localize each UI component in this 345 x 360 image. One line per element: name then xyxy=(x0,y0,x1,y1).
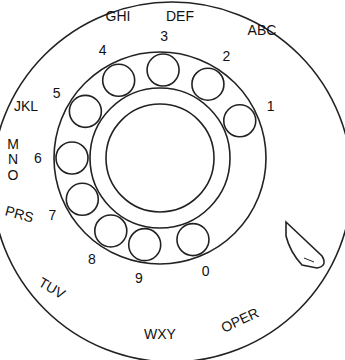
dial-digit: 5 xyxy=(53,86,61,100)
finger-hole xyxy=(69,95,101,127)
dial-letters: WXY xyxy=(144,327,176,341)
center-plate xyxy=(106,104,214,212)
dial-digit: 1 xyxy=(267,99,275,113)
dial-digit: 0 xyxy=(202,264,210,278)
dial-letters: TUV xyxy=(36,275,67,301)
finger-hole xyxy=(177,224,209,256)
finger-holes xyxy=(56,54,256,261)
dial-letters: ABC xyxy=(248,23,277,37)
dial-digit: 7 xyxy=(48,208,56,222)
finger-stop-mark xyxy=(304,258,314,262)
finger-wheel-inner xyxy=(90,88,230,228)
finger-hole xyxy=(66,183,98,215)
finger-hole xyxy=(224,105,256,137)
dial-letters: OPER xyxy=(219,305,261,334)
dial-digit: 2 xyxy=(223,49,231,63)
dial-digit: 8 xyxy=(88,252,96,266)
dial-digit: 3 xyxy=(160,29,168,43)
dial-digit: 4 xyxy=(99,43,107,57)
finger-hole xyxy=(147,54,179,86)
finger-wheel-outer xyxy=(54,52,266,264)
finger-hole xyxy=(192,68,224,100)
dial-letters: JKL xyxy=(14,99,38,113)
dial-digit: 6 xyxy=(34,151,42,165)
dial-letters: MNO xyxy=(6,137,20,183)
finger-hole xyxy=(56,142,88,174)
dial-letters: GHI xyxy=(106,9,131,23)
finger-hole xyxy=(95,215,127,247)
dial-letters: PRS xyxy=(3,204,34,225)
finger-hole xyxy=(103,64,135,96)
dial-digit: 9 xyxy=(135,271,143,285)
dial-letters: DEF xyxy=(166,9,194,23)
finger-stop xyxy=(286,222,324,268)
finger-hole xyxy=(129,229,161,261)
